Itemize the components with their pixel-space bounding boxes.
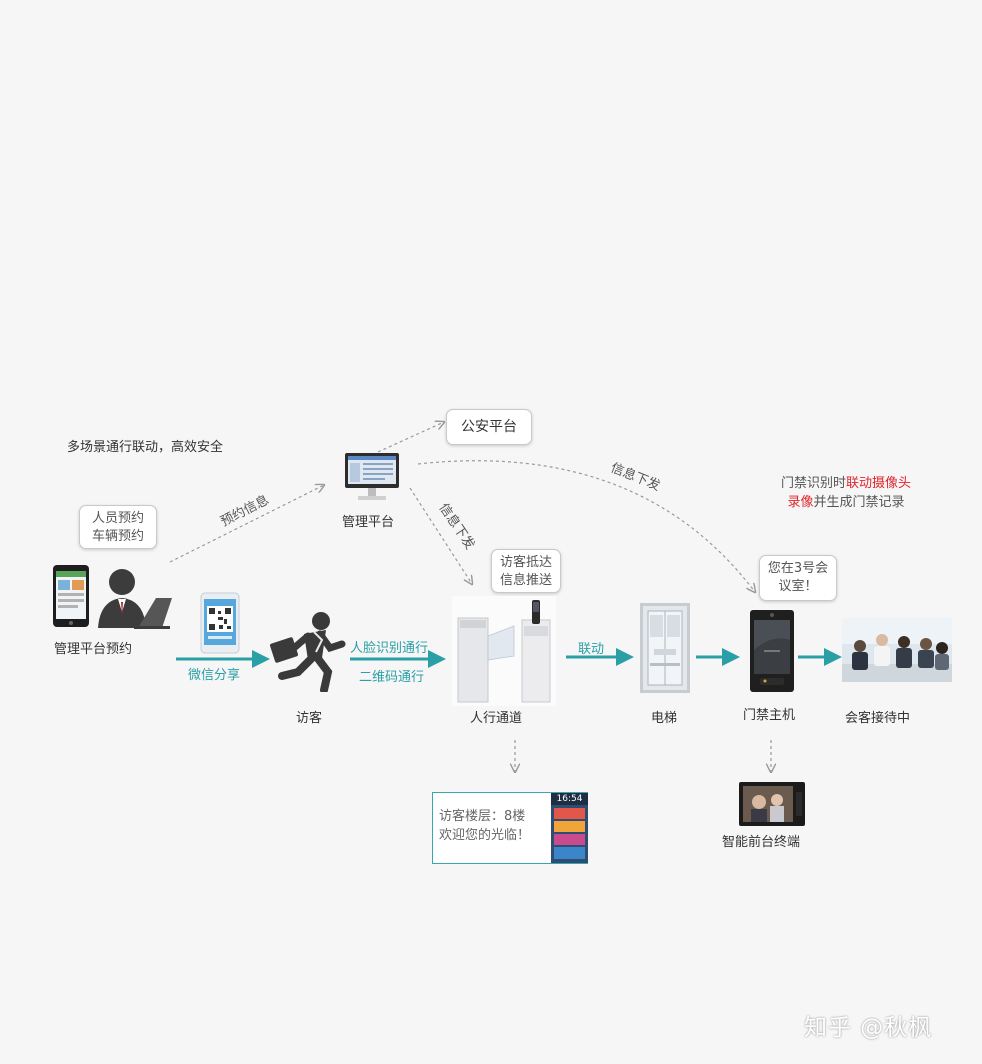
note-part3: 录像 bbox=[787, 495, 814, 510]
arrow-platform-to-police bbox=[377, 422, 444, 453]
turnstile-icon bbox=[452, 596, 556, 706]
watermark: 知乎 @秋枫 bbox=[804, 1015, 933, 1041]
screen-clock: 16:54 bbox=[551, 793, 588, 805]
label-mgmt-platform: 管理平台 bbox=[342, 515, 395, 530]
access-host-icon bbox=[750, 610, 794, 692]
meeting-photo bbox=[842, 618, 952, 682]
police-platform-box: 公安平台 bbox=[446, 409, 532, 445]
note-part1: 门禁识别时 bbox=[780, 476, 846, 491]
screen-tile-red bbox=[554, 808, 585, 819]
label-mgmt-booking: 管理平台预约 bbox=[54, 642, 133, 657]
label-visitor: 访客 bbox=[296, 711, 323, 726]
label-access-host: 门禁主机 bbox=[743, 708, 796, 723]
label-front-desk: 智能前台终端 bbox=[722, 835, 801, 850]
screen-text: 访客楼层：8楼 欢迎您的光临！ bbox=[439, 807, 530, 845]
label-police-platform: 公安平台 bbox=[461, 419, 517, 435]
screen-line2: 欢迎您的光临！ bbox=[439, 828, 531, 843]
edge-label-linkage: 联动 bbox=[578, 642, 605, 657]
arrival-line1: 访客抵达 bbox=[499, 555, 552, 570]
running-visitor-icon bbox=[270, 612, 346, 692]
arrow-platform-to-access-host bbox=[417, 460, 755, 592]
label-meeting: 会客接待中 bbox=[845, 711, 911, 726]
arrow-booking-to-platform bbox=[169, 485, 324, 563]
label-elevator: 电梯 bbox=[651, 711, 678, 726]
note-part4: 并生成门禁记录 bbox=[813, 495, 905, 510]
screen-side-panel: 16:54 bbox=[551, 793, 588, 863]
room-bubble: 您在3号会 议室！ bbox=[759, 555, 837, 601]
front-desk-terminal-icon bbox=[739, 782, 805, 826]
edge-label-face-pass: 人脸识别通行 bbox=[350, 641, 429, 656]
wechat-qr-phone-icon bbox=[200, 592, 240, 654]
arrow-platform-to-channel bbox=[409, 487, 472, 584]
booking-bubble: 人员预约 车辆预约 bbox=[79, 505, 157, 549]
label-channel: 人行通道 bbox=[470, 711, 523, 726]
edge-label-qr-pass: 二维码通行 bbox=[359, 670, 425, 685]
slogan-text: 多场景通行联动，高效安全 bbox=[67, 440, 224, 455]
screen-tile-blue bbox=[554, 847, 585, 859]
booking-person-icon bbox=[53, 565, 172, 629]
booking-line1: 人员预约 bbox=[91, 511, 144, 526]
access-camera-note: 门禁识别时联动摄像头 录像并生成门禁记录 bbox=[776, 474, 916, 512]
elevator-icon bbox=[640, 603, 690, 693]
screen-tile-orange bbox=[554, 821, 585, 832]
booking-line2: 车辆预约 bbox=[91, 529, 144, 544]
room-line1: 您在3号会 bbox=[767, 561, 829, 576]
screen-line1: 访客楼层：8楼 bbox=[439, 809, 526, 824]
visitor-floor-screen: 访客楼层：8楼 欢迎您的光临！ 16:54 bbox=[432, 792, 588, 864]
edge-label-wechat-share: 微信分享 bbox=[188, 668, 241, 683]
arrival-line2: 信息推送 bbox=[499, 573, 552, 588]
screen-tile-pink bbox=[554, 834, 585, 845]
monitor-icon bbox=[345, 453, 399, 500]
arrival-bubble: 访客抵达 信息推送 bbox=[491, 549, 561, 593]
room-line2: 议室！ bbox=[778, 579, 818, 594]
note-part2: 联动摄像头 bbox=[846, 476, 912, 491]
